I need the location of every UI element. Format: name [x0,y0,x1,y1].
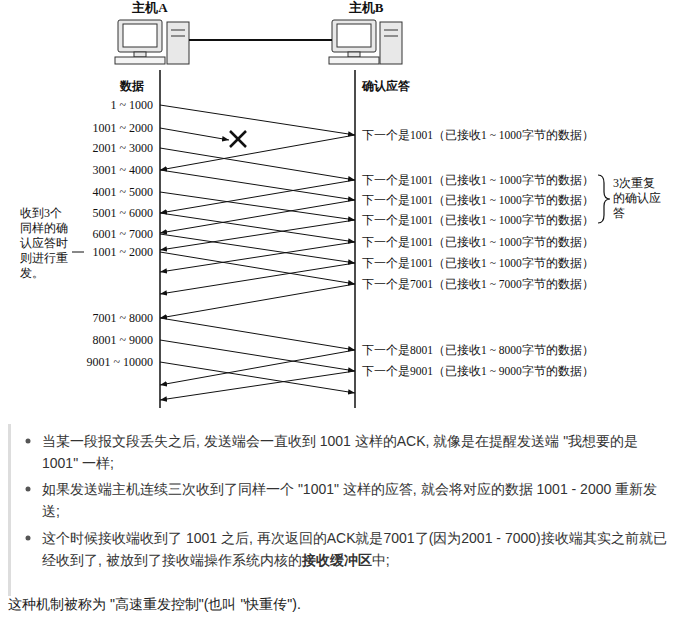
ack-text: 下一个是9001（已接收1 ~ 9000字节的数据） [362,363,594,379]
segment-arrow [160,234,355,263]
summary-text: 这种机制被称为 "高速重发控制"(也叫 "快重传"). [8,596,301,612]
host-name: 主机B [349,0,384,16]
ack-text: 下一个是8001（已接收1 ~ 8000字节的数据） [362,342,594,358]
segment-arrow [160,180,355,213]
segment-arrow [160,135,355,170]
segment-arrow [160,213,355,242]
computer-icon [115,20,189,64]
data-range: 4001 ~ 5000 [93,184,154,200]
ack-text: 下一个是1001（已接收1 ~ 1000字节的数据） [362,255,594,271]
segment-arrow [160,318,355,350]
computer-icon [329,20,402,64]
bullet-text: 中; [372,552,390,568]
ack-text: 下一个是1001（已接收1 ~ 1000字节的数据） [362,127,594,143]
data-range: 2001 ~ 3000 [93,140,154,156]
network-link [189,39,332,41]
callout-note: 收到3个同样的确认应答时则进行重发。 [20,206,72,281]
column-heading: 确认应答 [362,78,410,94]
column-heading: 数据 [120,78,144,94]
data-range: 6001 ~ 7000 [93,226,154,242]
segment-arrow [160,200,355,233]
data-range: 9001 ~ 10000 [87,354,154,370]
data-range: 1001 ~ 2000 [93,244,154,260]
segment-arrow [160,284,355,318]
brace-note: 3次重复的确认应答 [613,176,663,221]
ack-text: 下一个是1001（已接收1 ~ 1000字节的数据） [362,172,594,188]
segment-arrow [160,128,229,140]
bullet-item: 这个时候接收端收到了 1001 之后, 再次返回的ACK就是7001了(因为20… [42,527,667,571]
leader-line [72,252,84,253]
segment-arrow [160,105,355,135]
brace [598,175,610,223]
arrow-group [160,105,355,400]
quote-bar [8,424,11,596]
data-range: 1001 ~ 2000 [93,120,154,136]
ack-text: 下一个是1001（已接收1 ~ 1000字节的数据） [362,234,594,250]
host-name: 主机A [132,0,167,16]
segment-arrow [160,220,355,250]
data-range: 3001 ~ 4000 [93,162,154,178]
ack-text: 下一个是1001（已接收1 ~ 1000字节的数据） [362,192,594,208]
bullet-item: 当某一段报文段丢失之后, 发送端会一直收到 1001 这样的ACK, 就像是在提… [42,430,667,474]
loss-mark [230,131,246,147]
bullet-dot [26,439,31,444]
timeline [354,70,356,408]
segment-arrow [160,362,355,393]
data-range: 7001 ~ 8000 [93,310,154,326]
data-range: 1 ~ 1000 [111,97,154,113]
bullet-text: 当某一段报文段丢失之后, 发送端会一直收到 1001 这样的ACK, 就像是在提… [42,433,638,471]
data-range: 5001 ~ 6000 [93,205,154,221]
data-range: 8001 ~ 9000 [93,332,154,348]
bold-term: 接收缓冲区 [302,552,372,568]
ack-text: 下一个是7001（已接收1 ~ 7000字节的数据） [362,276,594,292]
segment-arrow [160,350,355,385]
bullet-text: 如果发送端主机连续三次收到了同样一个 "1001" 这样的应答, 就会将对应的数… [42,481,657,519]
bullet-dot [26,536,31,541]
ack-text: 下一个是1001（已接收1 ~ 1000字节的数据） [362,212,594,228]
timeline [159,70,161,408]
segment-arrow [160,371,355,400]
bullet-dot [26,487,31,492]
bullet-item: 如果发送端主机连续三次收到了同样一个 "1001" 这样的应答, 就会将对应的数… [42,478,667,522]
